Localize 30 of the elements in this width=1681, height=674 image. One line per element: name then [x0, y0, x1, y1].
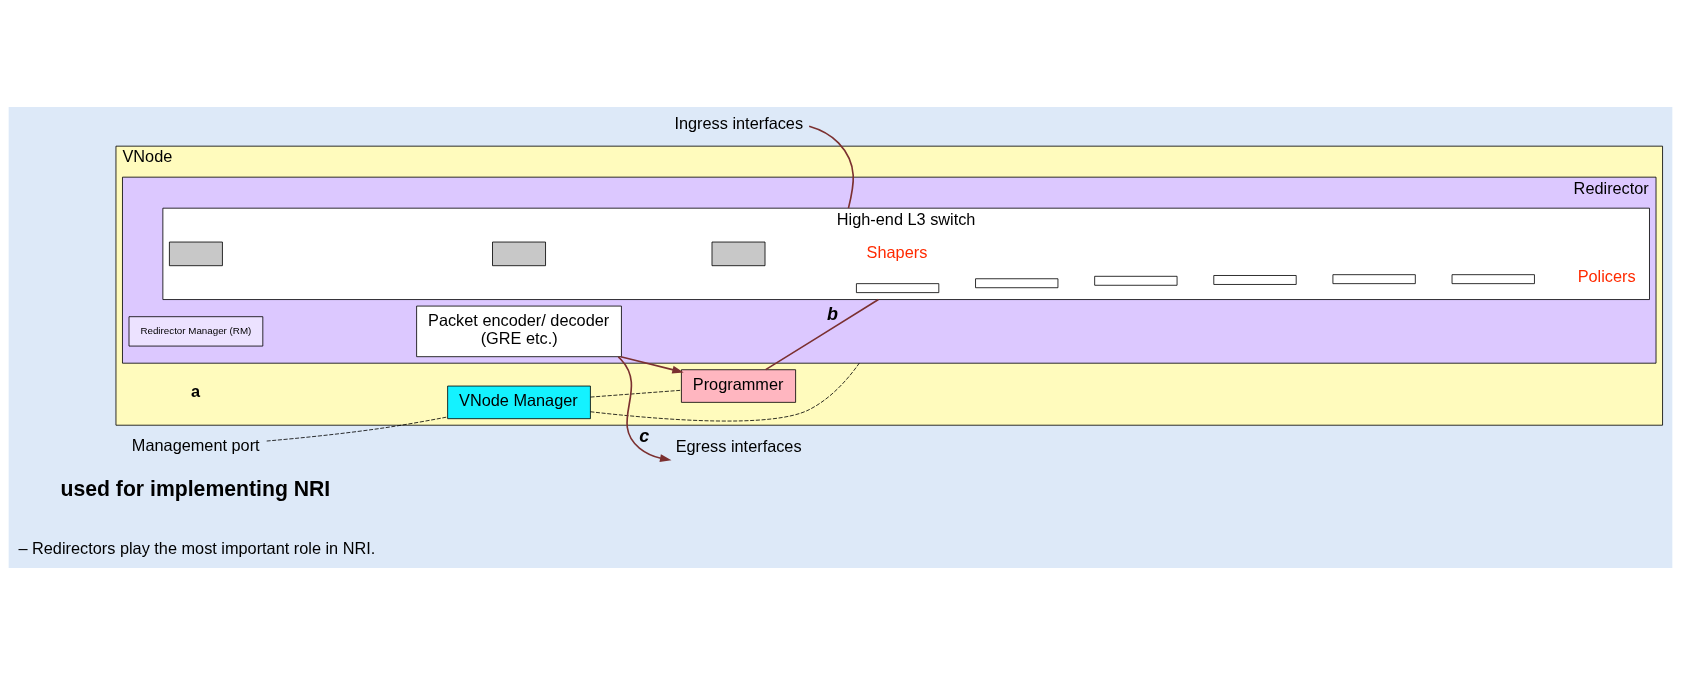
node-bar [1451, 273, 1535, 284]
connector [764, 298, 880, 370]
edge-label: b [827, 303, 839, 324]
arrow [619, 355, 684, 374]
connector [590, 389, 682, 397]
node-bar [975, 277, 1059, 288]
arrow [617, 355, 672, 462]
node-text: Management port [131, 435, 260, 454]
node-text: Ingress interfaces [674, 113, 804, 132]
connector [808, 124, 855, 209]
node-box: VNode Manager [447, 385, 591, 419]
label: a [191, 381, 201, 400]
edge-label: c [639, 425, 650, 446]
connector [590, 362, 860, 421]
label: Policers [1577, 266, 1636, 285]
node-text: Egress interfaces [675, 436, 802, 455]
node-box: Programmer [681, 368, 797, 403]
node-bar [1094, 275, 1178, 286]
label: – Redirectors play the most important role in NRI. [18, 538, 376, 557]
connector [266, 416, 448, 441]
node-bar [1332, 273, 1416, 284]
node-box: Packet encoder/ decoder (GRE etc.) [416, 305, 622, 357]
node-box [169, 241, 223, 266]
node-bar [856, 282, 940, 293]
node-bar [1213, 274, 1297, 285]
label: used for implementing NRI [60, 476, 331, 500]
node-box [711, 241, 766, 266]
node-box [492, 241, 546, 266]
label: Shapers [866, 242, 928, 261]
node-box: Redirector Manager (RM) [128, 315, 264, 346]
